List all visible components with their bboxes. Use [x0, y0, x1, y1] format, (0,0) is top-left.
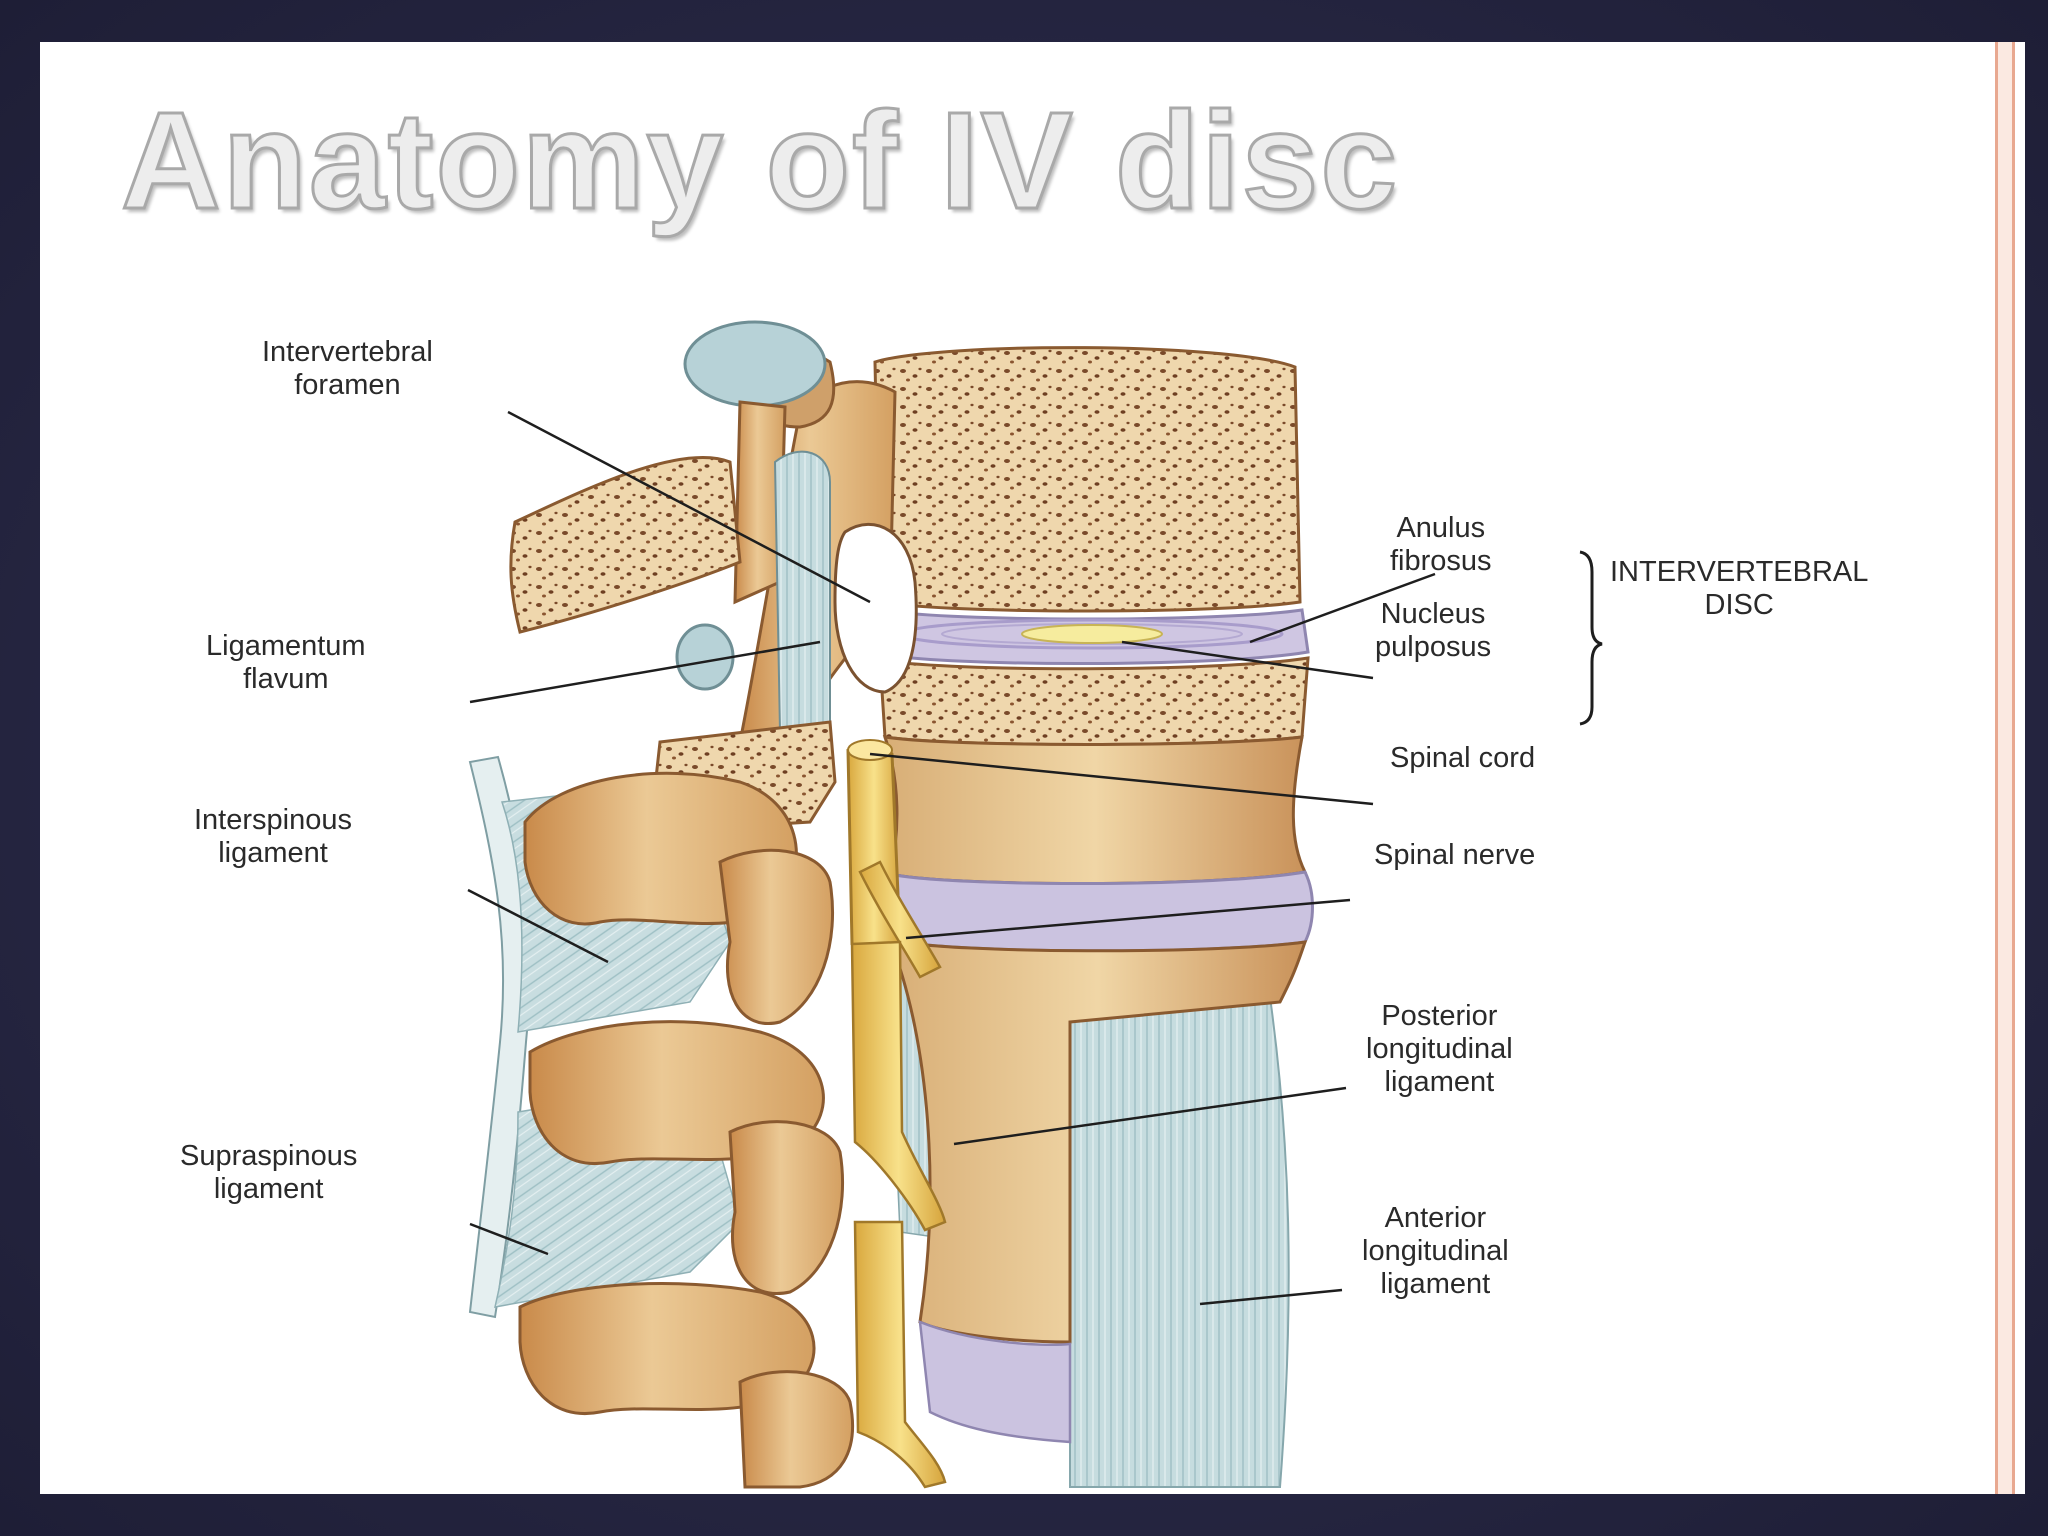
- spine-illustration: [467, 320, 1603, 1489]
- vertebral-body-3: [887, 937, 1308, 1344]
- upper-vertebral-body: [873, 346, 1302, 613]
- anterior-longitudinal-ligament-shape: [1069, 995, 1290, 1488]
- label-nucleus-pulposus: Nucleus pulposus: [1375, 598, 1492, 663]
- label-intervertebral-foramen: Intervertebral foramen: [262, 336, 433, 401]
- cut-vertebral-body-lower: [878, 656, 1310, 746]
- intervertebral-foramen-shape: [833, 522, 918, 694]
- nucleus-pulposus-shape: [1021, 624, 1163, 644]
- spinal-nerve-3: [853, 1220, 947, 1489]
- articular-pillar-2: [728, 1120, 845, 1295]
- slide-right-border: [1995, 42, 2015, 1494]
- ligamentum-flavum-shape: [773, 450, 831, 741]
- lower-disc: [888, 870, 1314, 953]
- bottom-disc: [918, 1320, 1072, 1444]
- slide: Anatomy of IV disc: [40, 42, 2025, 1494]
- leader-lines: [467, 410, 1436, 1306]
- vertebral-body-2: [882, 735, 1308, 886]
- label-posterior-longitudinal-ligament: Posterior longitudinal ligament: [1366, 1000, 1513, 1098]
- transverse-process-cut: [509, 456, 742, 634]
- label-interspinous-ligament: Interspinous ligament: [194, 804, 352, 869]
- articular-facet: [683, 320, 827, 408]
- spinal-nerve-2: [850, 940, 947, 1232]
- label-ligamentum-flavum: Ligamentum flavum: [206, 630, 366, 695]
- label-anterior-longitudinal-ligament: Anterior longitudinal ligament: [1362, 1202, 1509, 1300]
- spinal-nerve-1: [858, 860, 942, 979]
- label-intervertebral-disc: INTERVERTEBRAL DISC: [1610, 556, 1869, 621]
- label-supraspinous-ligament: Supraspinous ligament: [180, 1140, 358, 1205]
- label-spinal-nerve: Spinal nerve: [1374, 839, 1536, 871]
- slide-title: Anatomy of IV disc: [119, 83, 1400, 240]
- articular-pillar-1: [718, 848, 835, 1025]
- label-spinal-cord: Spinal cord: [1390, 742, 1536, 774]
- disc-brace: [1579, 550, 1603, 726]
- label-anulus-fibrosus: Anulus fibrosus: [1390, 512, 1492, 577]
